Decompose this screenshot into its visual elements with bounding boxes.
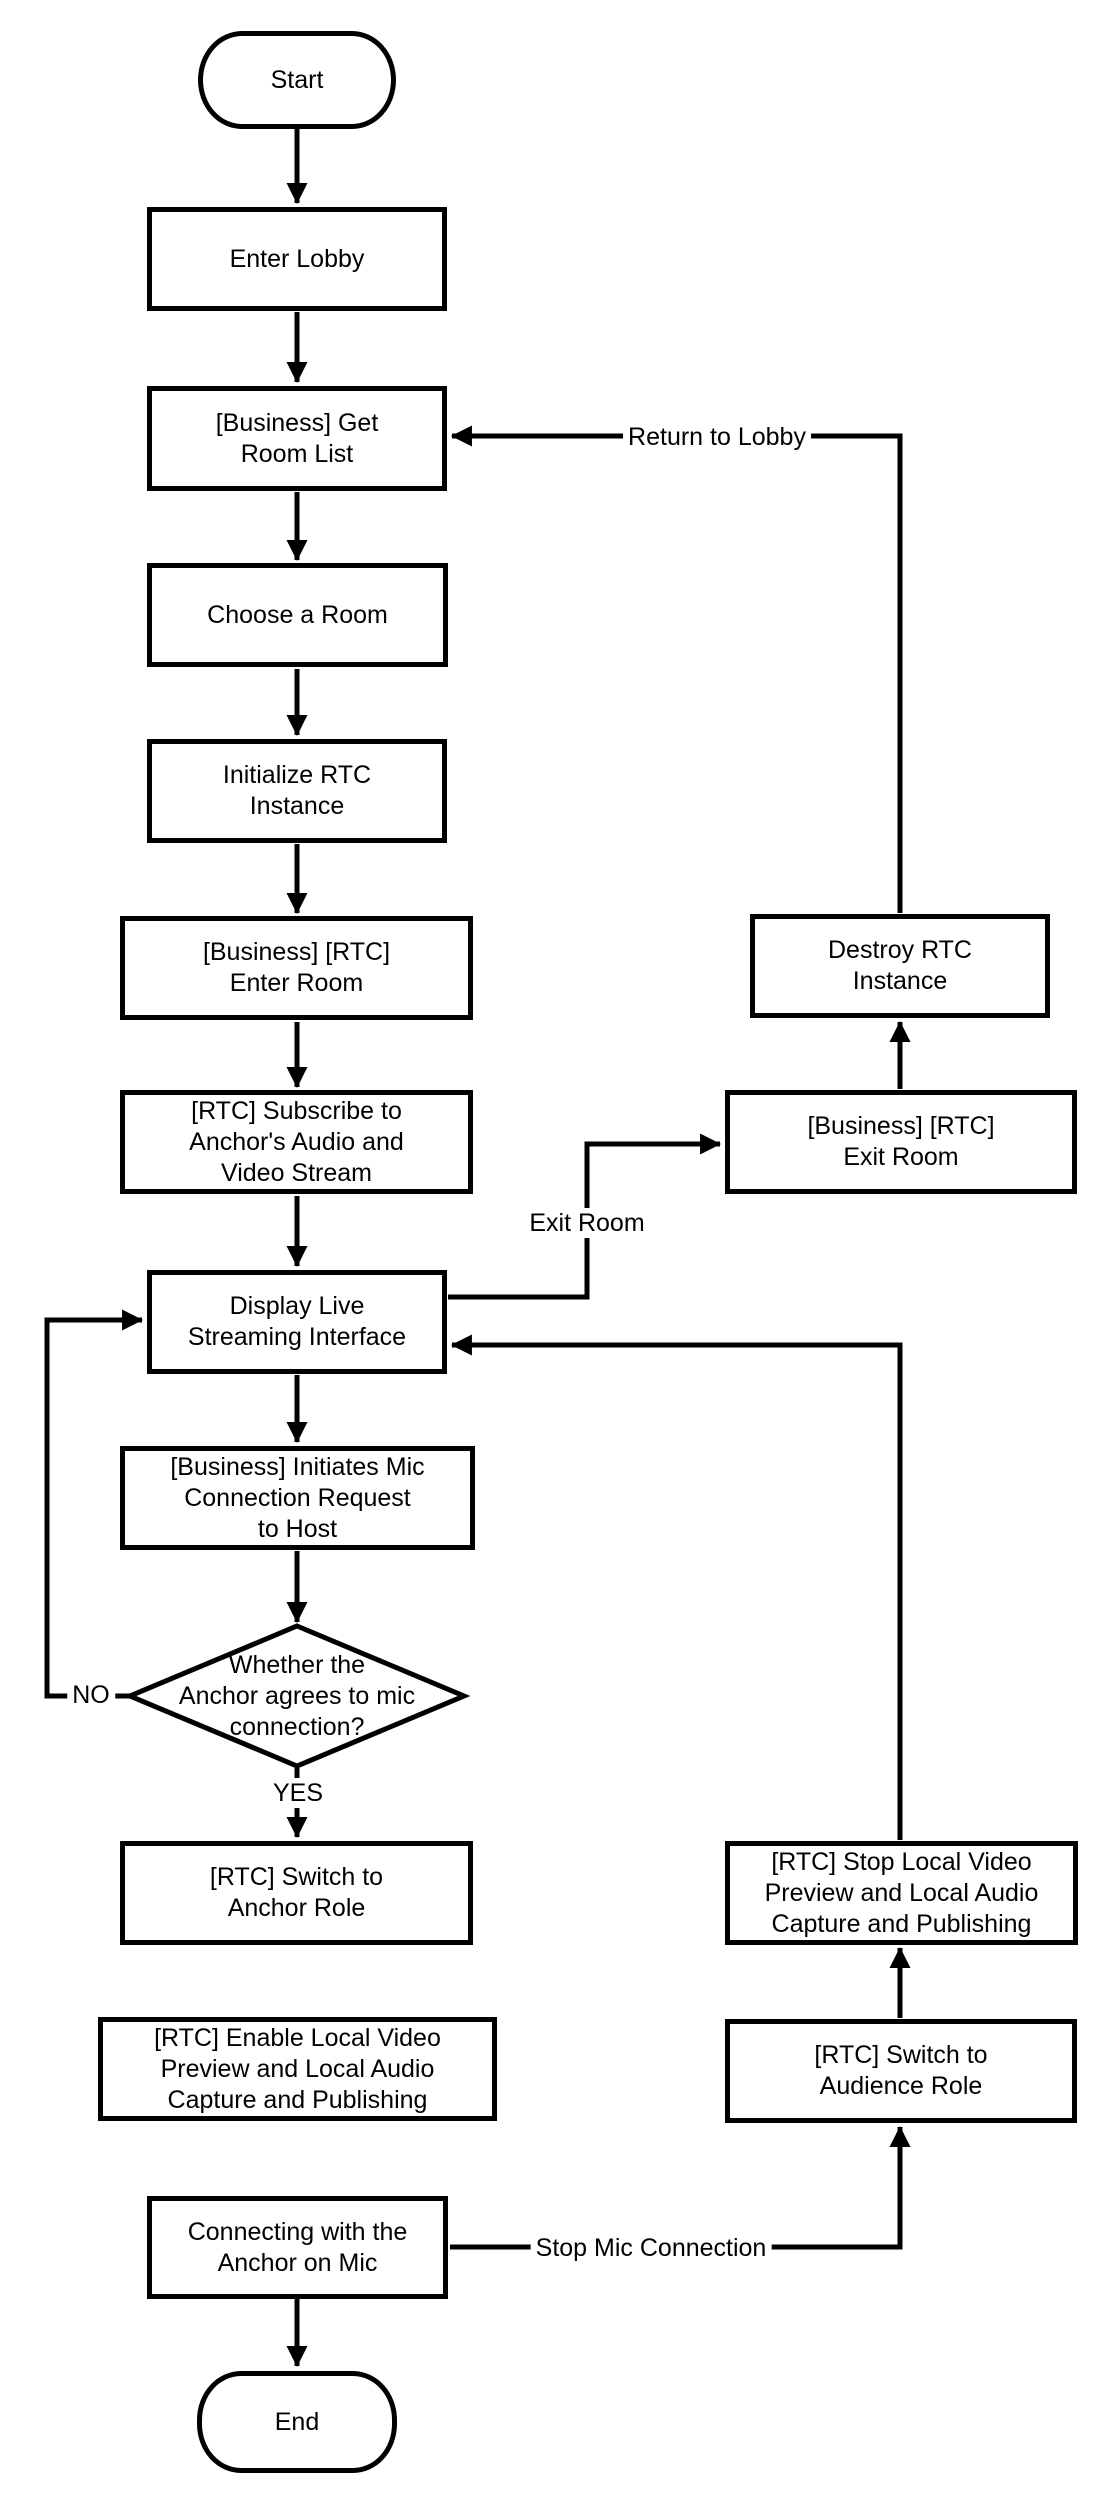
node-enter-lobby: Enter Lobby	[147, 207, 447, 311]
connector-stop-local-to-display	[450, 1334, 903, 1840]
node-initiate-mic-request-label: [Business] Initiates Mic Connection Requ…	[170, 1452, 425, 1543]
node-exit-room-label: [Business] [RTC] Exit Room	[807, 1112, 995, 1171]
node-get-room-list: [Business] Get Room List	[147, 386, 447, 491]
node-subscribe-stream: [RTC] Subscribe to Anchor's Audio and Vi…	[120, 1090, 473, 1194]
node-enable-local-preview: [RTC] Enable Local Video Preview and Loc…	[98, 2017, 497, 2121]
node-display-interface-label: Display Live Streaming Interface	[187, 1292, 407, 1351]
node-decision-anchor-agrees: Whether the Anchor agrees to mic connect…	[167, 1646, 427, 1746]
node-connecting-on-mic: Connecting with the Anchor on Mic	[147, 2196, 448, 2299]
node-enter-lobby-label: Enter Lobby	[229, 244, 365, 273]
connector-destroy-rtc-to-get-room-list	[450, 425, 903, 913]
node-destroy-rtc: Destroy RTC Instance	[750, 914, 1050, 1018]
node-exit-room: [Business] [RTC] Exit Room	[725, 1090, 1077, 1194]
node-switch-anchor-role: [RTC] Switch to Anchor Role	[120, 1841, 473, 1945]
node-decision-anchor-agrees-label: Whether the Anchor agrees to mic connect…	[178, 1650, 416, 1741]
node-end: End	[197, 2371, 397, 2473]
node-choose-room-label: Choose a Room	[207, 600, 388, 629]
node-connecting-on-mic-label: Connecting with the Anchor on Mic	[187, 2217, 408, 2277]
node-initiate-mic-request: [Business] Initiates Mic Connection Requ…	[120, 1446, 475, 1550]
node-stop-local-preview: [RTC] Stop Local Video Preview and Local…	[725, 1841, 1078, 1945]
edge-label-return-to-lobby: Return to Lobby	[623, 422, 811, 452]
edge-label-stop-mic-connection: Stop Mic Connection	[530, 2233, 772, 2263]
edge-label-exit-room: Exit Room	[524, 1208, 650, 1238]
connector-connecting-to-switch-audience	[450, 2125, 911, 2250]
node-start-label: Start	[270, 65, 324, 94]
node-initialize-rtc-label: Initialize RTC Instance	[222, 761, 372, 820]
node-destroy-rtc-label: Destroy RTC Instance	[827, 936, 972, 995]
node-get-room-list-label: [Business] Get Room List	[215, 408, 379, 468]
node-subscribe-stream-label: [RTC] Subscribe to Anchor's Audio and Vi…	[189, 1096, 404, 1187]
node-switch-audience-role: [RTC] Switch to Audience Role	[725, 2019, 1077, 2123]
node-enter-room: [Business] [RTC] Enter Room	[120, 916, 473, 1020]
node-switch-anchor-role-label: [RTC] Switch to Anchor Role	[209, 1863, 384, 1922]
node-end-label: End	[274, 2407, 320, 2436]
decision-diamond-shape	[123, 1623, 471, 1769]
node-enable-local-preview-label: [RTC] Enable Local Video Preview and Loc…	[154, 2023, 441, 2114]
node-start: Start	[198, 31, 396, 129]
node-switch-audience-role-label: [RTC] Switch to Audience Role	[814, 2041, 988, 2100]
edge-label-yes: YES	[267, 1778, 329, 1808]
node-enter-room-label: [Business] [RTC] Enter Room	[202, 938, 391, 997]
node-display-interface: Display Live Streaming Interface	[147, 1270, 447, 1374]
node-initialize-rtc: Initialize RTC Instance	[147, 739, 447, 843]
node-stop-local-preview-label: [RTC] Stop Local Video Preview and Local…	[764, 1847, 1039, 1938]
edge-label-no: NO	[67, 1680, 115, 1710]
node-choose-room: Choose a Room	[147, 563, 448, 667]
